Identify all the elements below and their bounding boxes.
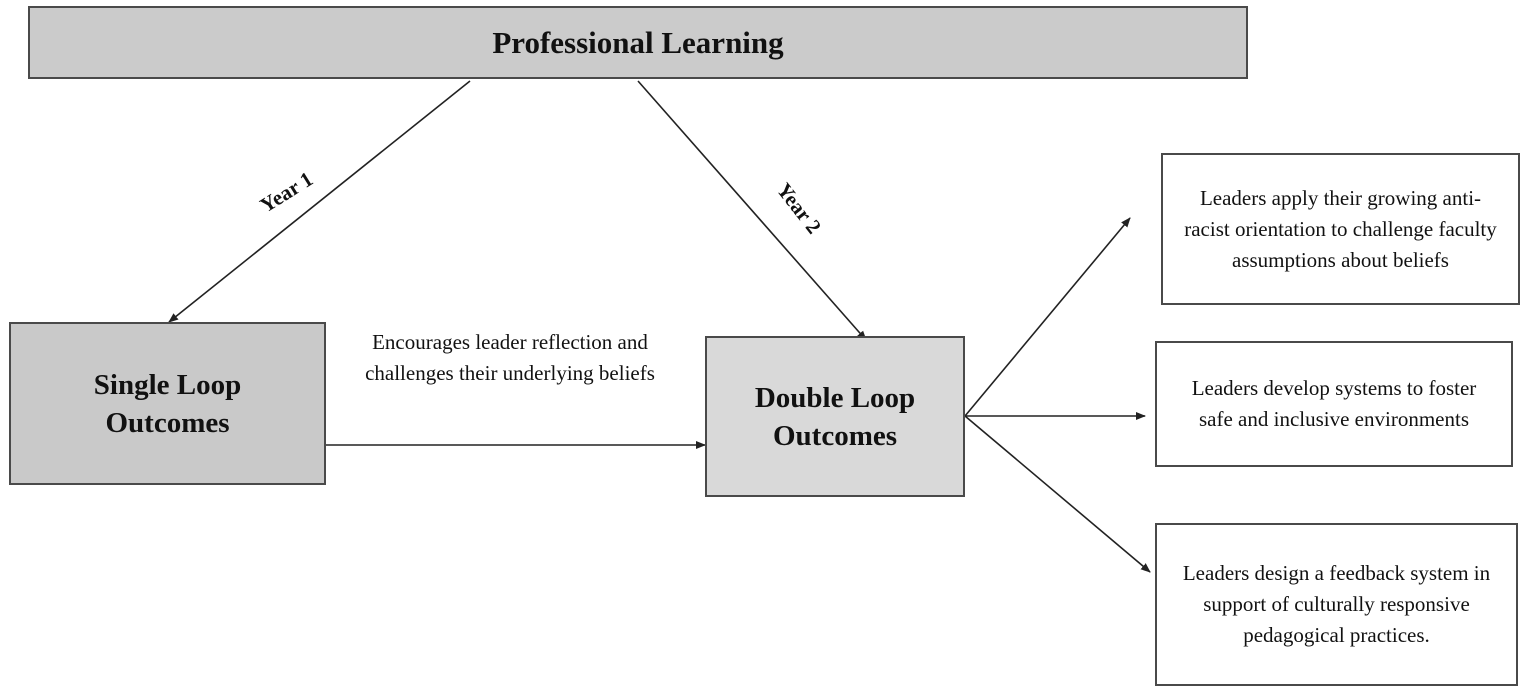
single-loop-title: Single Loop Outcomes xyxy=(93,368,242,439)
outcome-box-feedback-system: Leaders design a feedback system in supp… xyxy=(1155,523,1518,686)
double-loop-title: Double Loop Outcomes xyxy=(754,381,916,452)
double-loop-box: Double Loop Outcomes xyxy=(705,336,965,497)
outcome-box-anti-racist: Leaders apply their growing anti-racist … xyxy=(1161,153,1520,305)
professional-learning-box: Professional Learning xyxy=(28,6,1248,79)
arrow-year1 xyxy=(168,80,471,323)
single-loop-box: Single Loop Outcomes xyxy=(9,322,326,485)
arrow-to-outcome-1 xyxy=(964,217,1131,417)
outcome-text: Leaders apply their growing anti-racist … xyxy=(1184,185,1497,272)
professional-learning-title: Professional Learning xyxy=(492,24,784,60)
reflection-label: Encourages leader reflection and challen… xyxy=(365,330,655,385)
outcome-text: Leaders design a feedback system in supp… xyxy=(1182,561,1491,647)
outcome-box-safe-inclusive: Leaders develop systems to foster safe a… xyxy=(1155,341,1513,467)
outcome-text: Leaders develop systems to foster safe a… xyxy=(1191,376,1477,431)
arrow-to-outcome-3 xyxy=(964,415,1151,573)
arrow-year2 xyxy=(637,80,867,341)
